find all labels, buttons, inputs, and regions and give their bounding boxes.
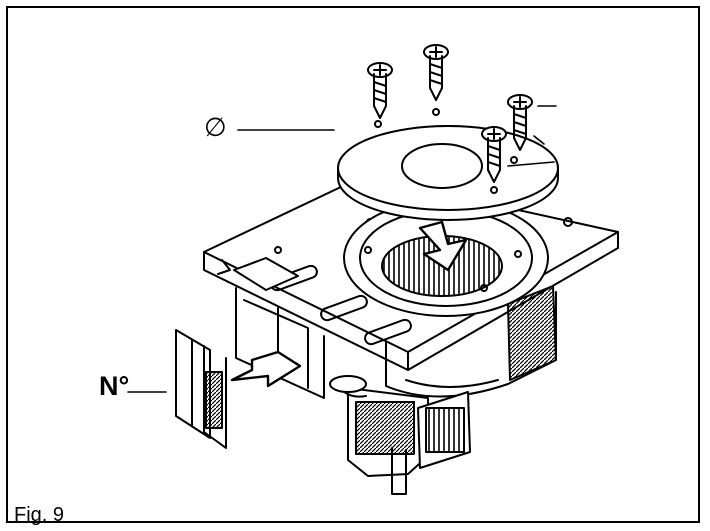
fan-motor-diagram [127, 44, 619, 495]
screw-icon [481, 126, 507, 183]
leader-lines [127, 105, 557, 393]
leader-line [533, 135, 545, 145]
figure-frame: ∅ N° Fig. 9 [6, 6, 700, 526]
cover-ring [337, 108, 559, 221]
insert-arrow-icon [230, 350, 302, 388]
screw-icon [367, 62, 393, 119]
figure-caption: Fig. 9 [14, 504, 65, 526]
number-label: N° [99, 371, 130, 401]
screw-icon [423, 44, 449, 101]
insert-arrow-icon [233, 257, 299, 291]
screw-icon [507, 94, 533, 151]
leader-line [507, 161, 555, 167]
diameter-label: ∅ [204, 113, 227, 143]
insert-arrow-icon [418, 220, 468, 272]
motor-coil [329, 375, 471, 495]
terminal-plate [175, 329, 227, 449]
